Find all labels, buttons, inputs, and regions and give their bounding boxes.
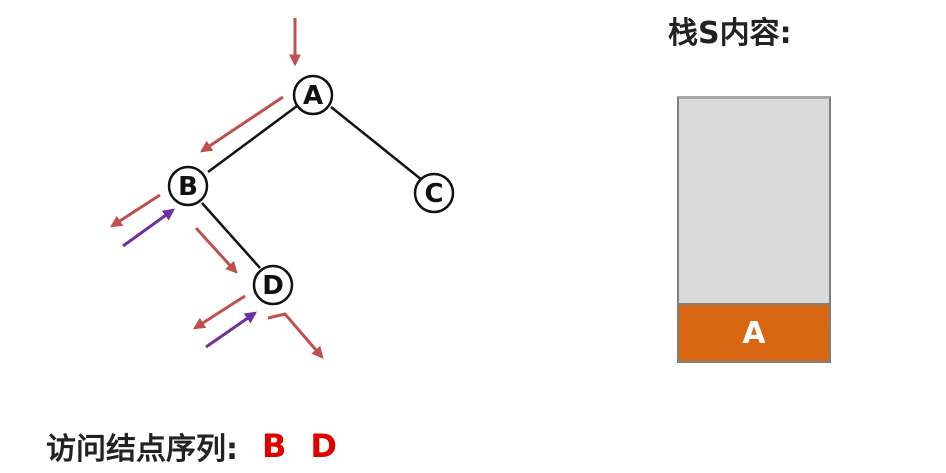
stack-container: A (677, 96, 831, 363)
stack-item: A (679, 303, 829, 361)
visited-node: B (262, 427, 287, 465)
tree-node-c: C (413, 172, 455, 214)
arrow-d-null-left (192, 294, 246, 330)
arrow-d-null-right (267, 312, 324, 359)
visited-node: D (310, 427, 337, 465)
svg-text:B: B (178, 172, 198, 202)
tree-node-a: A (292, 74, 334, 116)
svg-text:D: D (262, 271, 284, 301)
edge-a-c (330, 106, 423, 181)
arrow-b-null-left (109, 193, 161, 228)
edge-a-b (207, 104, 298, 174)
edge-b-d (201, 202, 261, 269)
tree-node-d: D (252, 264, 294, 306)
visit-sequence-row: 访问结点序列: B D (46, 424, 337, 468)
stack-title: 栈S内容: (668, 16, 792, 51)
arrow-b-to-d (194, 226, 238, 274)
stack-item-label: A (742, 315, 766, 351)
arrow-return-to-d (205, 311, 257, 349)
svg-text:C: C (424, 179, 443, 209)
arrow-a-to-b (200, 95, 284, 153)
tree-node-b: B (167, 165, 209, 207)
arrow-return-to-b (122, 208, 175, 248)
visit-sequence-label: 访问结点序列: (46, 432, 238, 467)
svg-text:A: A (303, 81, 323, 111)
